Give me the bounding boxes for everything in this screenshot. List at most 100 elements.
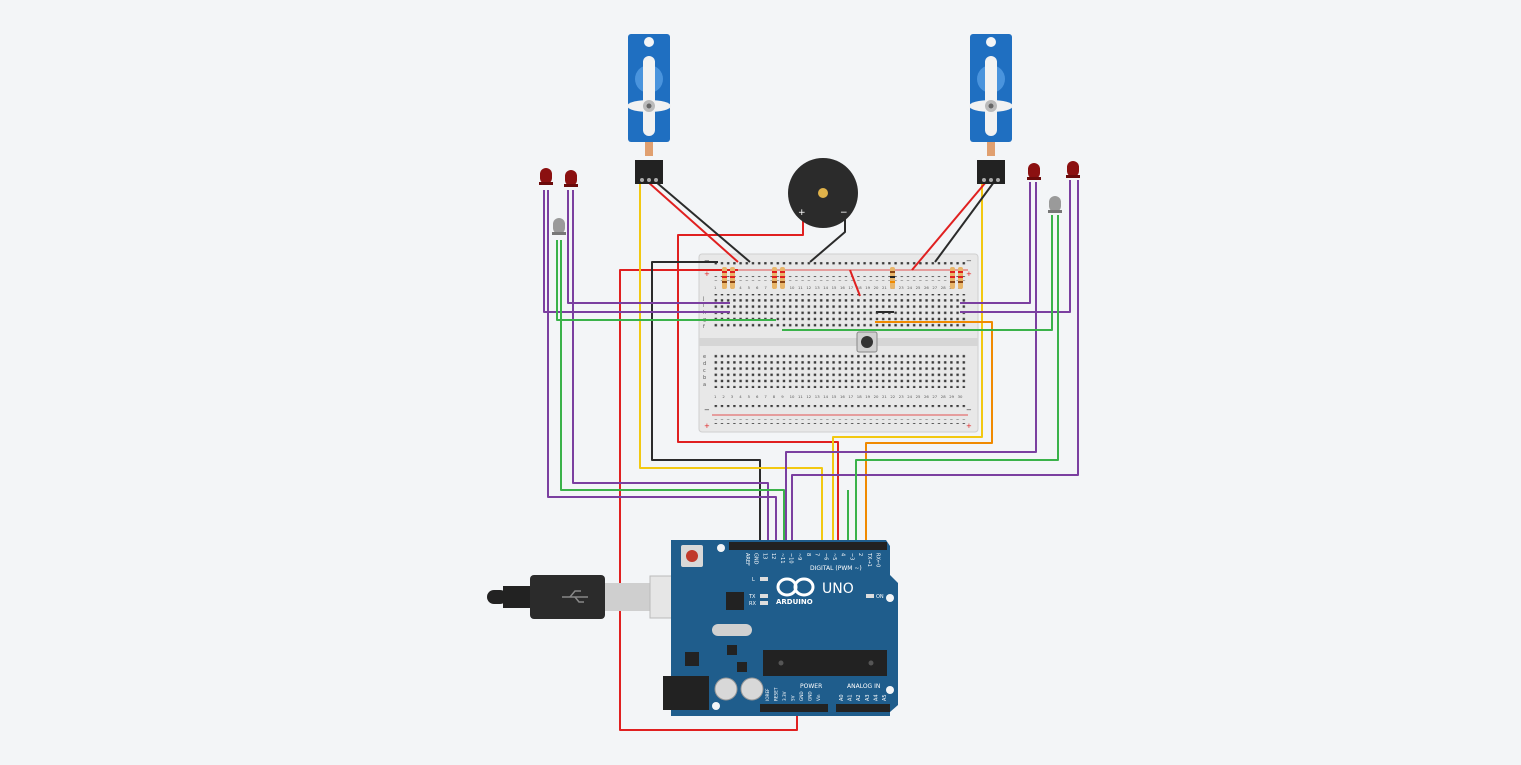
wire-red-buzzer[interactable]: [677, 217, 839, 548]
column-number: 7: [764, 285, 767, 290]
led-red-1[interactable]: [539, 168, 553, 185]
led-red-3[interactable]: [1027, 163, 1041, 180]
column-number: 18: [857, 394, 862, 399]
wire-yellow-servo-right[interactable]: [832, 182, 983, 548]
breadboard[interactable]: + + − − 11223344556677889910101111121213…: [698, 253, 979, 433]
column-number: 11: [798, 394, 803, 399]
wire-green-led-right[interactable]: [855, 215, 1059, 548]
led-red-4[interactable]: [1066, 161, 1080, 178]
wire-yellow-servo-left[interactable]: [639, 182, 823, 548]
power-pin-label: RESET: [774, 687, 779, 701]
wire-purple-led-4[interactable]: [791, 180, 1079, 548]
servo-right[interactable]: [969, 34, 1013, 184]
svg-text:f: f: [703, 324, 705, 330]
svg-text:b: b: [703, 375, 706, 381]
bottom-terminal-holes: [712, 352, 968, 388]
atmega-chip: [763, 650, 887, 676]
pin-label: AREF: [744, 553, 750, 566]
push-button[interactable]: [856, 331, 878, 353]
wire-purple-led-3b[interactable]: [960, 182, 1031, 304]
led-red-2[interactable]: [564, 170, 578, 187]
wire-red-5v[interactable]: [619, 269, 798, 731]
analog-pin-label: A1: [848, 694, 854, 701]
pin-label: TX→1: [866, 552, 872, 567]
column-number: 1: [714, 394, 717, 399]
wire-purple-led-1[interactable]: [547, 190, 777, 548]
wire-purple-led-2[interactable]: [572, 190, 769, 548]
pin-label: 13: [761, 553, 767, 559]
resistor[interactable]: [772, 267, 777, 289]
column-number: 15: [832, 285, 837, 290]
crystal: [712, 624, 752, 636]
servo-left[interactable]: [627, 34, 671, 184]
svg-text:c: c: [703, 368, 706, 374]
wire-black-buzzer[interactable]: [809, 217, 846, 263]
led-grey-right[interactable]: [1048, 196, 1062, 213]
buzzer-plus-label: +: [798, 208, 806, 218]
resistor[interactable]: [890, 267, 895, 289]
column-number: 30: [958, 394, 963, 399]
column-number: 11: [798, 285, 803, 290]
column-number: 21: [882, 394, 887, 399]
svg-text:e: e: [703, 354, 706, 360]
column-number: 25: [916, 285, 921, 290]
pin-label: ~3: [848, 553, 854, 560]
wire-orange-button[interactable]: [865, 321, 993, 548]
column-number: 6: [756, 394, 759, 399]
power-jack[interactable]: [663, 676, 709, 710]
resistor[interactable]: [950, 267, 955, 289]
usb-icon: [562, 590, 588, 603]
analog-header: [836, 704, 890, 712]
column-number: 13: [815, 285, 820, 290]
resistor[interactable]: [722, 267, 727, 289]
wire-purple-led-1b[interactable]: [543, 190, 730, 313]
resistor[interactable]: [730, 267, 735, 289]
column-number: 29: [949, 394, 954, 399]
column-number: 24: [907, 394, 912, 399]
svg-text:j: j: [702, 296, 704, 302]
wire-purple-led-2b[interactable]: [567, 190, 730, 304]
wire-green-led-left[interactable]: [560, 240, 785, 548]
rail-plus-label: +: [704, 422, 710, 430]
analog-pin-label: A2: [856, 694, 862, 701]
column-number: 14: [823, 394, 828, 399]
pin-label: 8: [805, 553, 811, 556]
pin-label: ~9: [796, 553, 802, 560]
svg-text:i: i: [703, 303, 704, 309]
analog-label: ANALOG IN: [847, 683, 880, 690]
wire-red-servo-right[interactable]: [911, 181, 987, 271]
usb-chip: [726, 592, 744, 610]
pin-label: RX←0: [875, 553, 881, 567]
buzzer-minus-label: −: [840, 208, 848, 218]
column-number: 26: [924, 285, 929, 290]
arduino-model: UNO: [822, 581, 854, 597]
arduino-brand: ARDUINO: [776, 598, 813, 606]
wire-green-led-leftb[interactable]: [556, 240, 776, 321]
column-number: 24: [907, 285, 912, 290]
column-number: 13: [815, 394, 820, 399]
bottom-rail-holes: [712, 419, 968, 424]
wire-black-servo-left[interactable]: [655, 181, 751, 263]
wire-purple-led-4b[interactable]: [960, 180, 1071, 313]
column-number: 19: [865, 394, 870, 399]
jumper-red[interactable]: [849, 269, 861, 297]
wire-red-servo-left[interactable]: [647, 181, 739, 263]
pin-label: 7: [814, 553, 820, 556]
resistor[interactable]: [780, 267, 785, 289]
wire-purple-led-3[interactable]: [785, 182, 1037, 548]
pin-label: 4: [840, 553, 846, 556]
column-number: 26: [924, 394, 929, 399]
piezo-buzzer[interactable]: + −: [788, 158, 858, 228]
column-number: 23: [899, 394, 904, 399]
wire-green-led-rightb[interactable]: [782, 215, 1053, 331]
power-pin-label: 3.3V: [782, 691, 787, 701]
resistor[interactable]: [958, 267, 963, 289]
wire-black-servo-right[interactable]: [934, 181, 995, 263]
digital-label: DIGITAL (PWM ~): [810, 565, 862, 572]
led-grey-left[interactable]: [552, 218, 566, 235]
